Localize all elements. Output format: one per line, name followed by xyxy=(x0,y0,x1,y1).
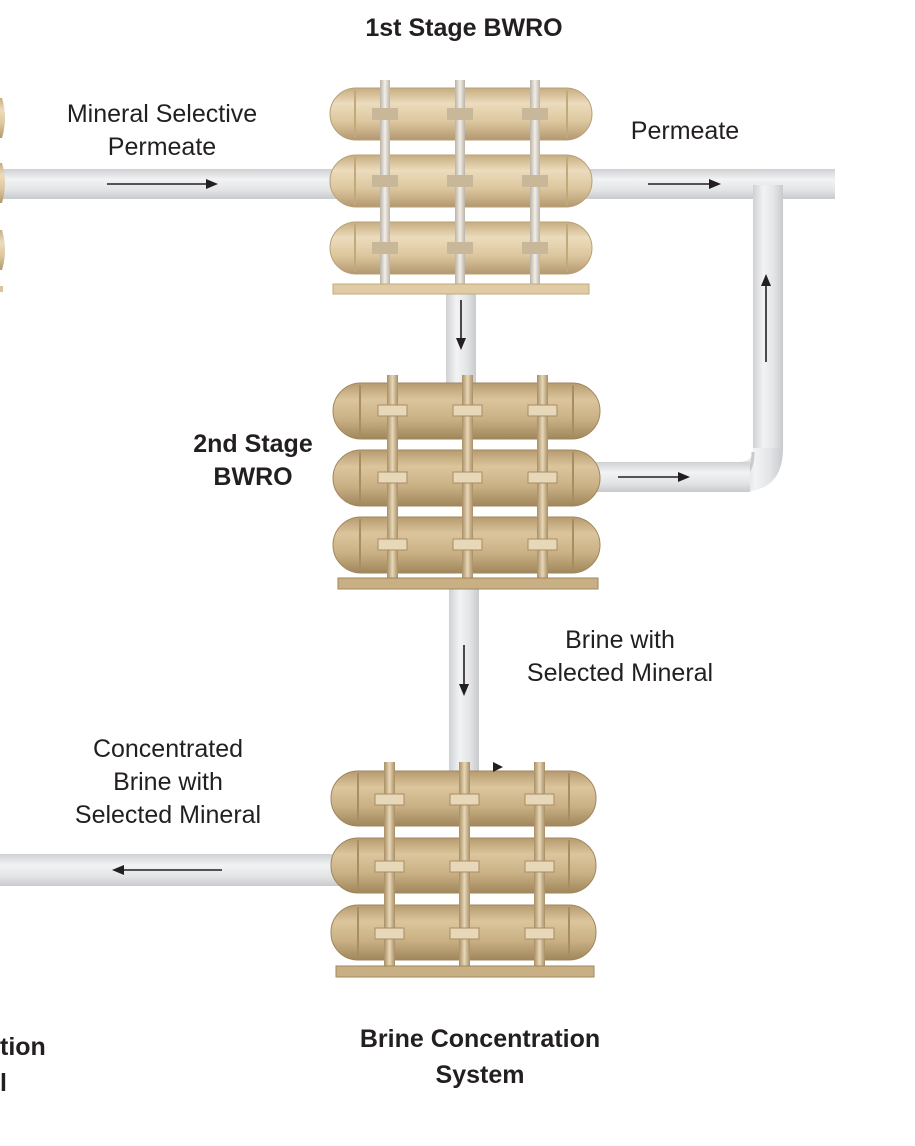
arrow-right-icon xyxy=(648,179,721,189)
flow-arrows xyxy=(107,179,771,875)
stage2-line1: 2nd Stage xyxy=(193,430,313,458)
cut-line1: tion xyxy=(0,1033,46,1061)
brine-selected-line2: Selected Mineral xyxy=(526,659,714,687)
arrow-down-icon xyxy=(459,645,469,696)
stage1-title: 1st Stage BWRO xyxy=(365,14,563,42)
arrow-left-icon xyxy=(112,865,222,875)
concentrated-line2: Brine with xyxy=(113,768,223,796)
brine-conc-line1: Brine Concentration xyxy=(359,1025,601,1053)
brine-conc-line2: System xyxy=(435,1061,525,1089)
mineral-selective-line1: Mineral Selective xyxy=(66,100,258,128)
stage2-title: 2nd Stage BWRO xyxy=(178,428,328,494)
permeate-label: Permeate xyxy=(630,117,740,145)
pipe-network xyxy=(0,169,835,886)
concentrated-line3: Selected Mineral xyxy=(74,801,262,829)
left-partial-vessel-stack xyxy=(0,98,5,292)
arrow-right-icon xyxy=(493,762,503,772)
concentration-base-frame xyxy=(335,965,595,978)
stage2-line2: BWRO xyxy=(213,463,293,491)
cut-off-left-label: tion l xyxy=(0,1029,60,1101)
concentrated-brine-label: Concentrated Brine with Selected Mineral xyxy=(48,733,288,832)
brine-selected-mineral-label: Brine with Selected Mineral xyxy=(505,624,735,690)
arrow-up-icon xyxy=(761,274,771,362)
stage2-base-frame xyxy=(337,577,599,590)
pipe-elbow xyxy=(740,448,783,492)
cut-line2: l xyxy=(0,1069,7,1097)
brine-selected-line1: Brine with xyxy=(565,626,675,654)
stage1-bwro-unit xyxy=(329,80,593,295)
stage1-base-frame xyxy=(332,283,590,295)
mineral-selective-line2: Permeate xyxy=(107,133,217,161)
concentrated-line1: Concentrated xyxy=(92,735,244,763)
arrow-down-icon xyxy=(456,300,466,350)
arrow-right-icon xyxy=(618,472,690,482)
stage2-bwro-unit xyxy=(332,375,601,590)
arrow-right-icon xyxy=(107,179,218,189)
brine-concentration-unit xyxy=(330,762,597,978)
brine-concentration-system-title: Brine Concentration System xyxy=(330,1021,630,1093)
pipe-permeate-riser xyxy=(753,185,783,450)
mineral-selective-permeate-label: Mineral Selective Permeate xyxy=(47,98,277,164)
